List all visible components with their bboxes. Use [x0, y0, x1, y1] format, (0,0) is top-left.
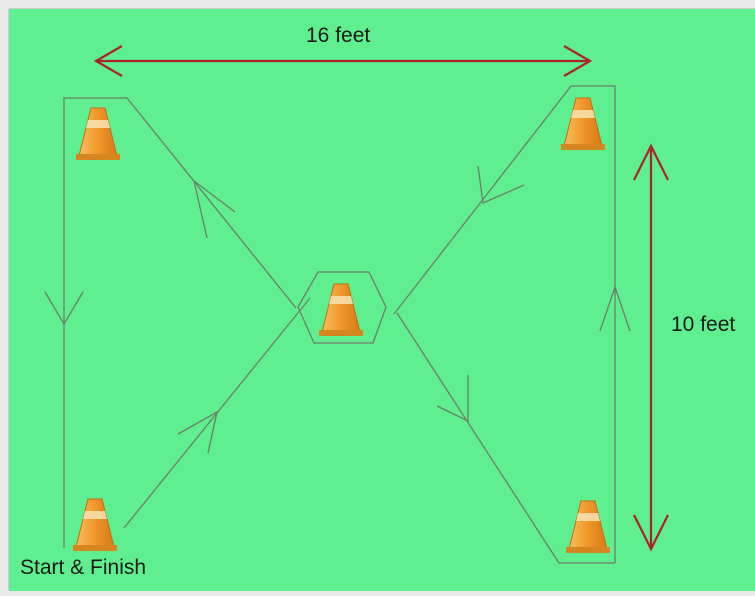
- width-label: 16 feet: [306, 24, 371, 47]
- traffic-cone-icon: [318, 283, 364, 337]
- width-arrow-left-icon: [93, 45, 123, 77]
- arrow-lower-left-diagonal-icon: [177, 410, 218, 454]
- dimension-lines: [93, 45, 669, 552]
- height-label: 10 feet: [671, 313, 736, 336]
- height-arrow-bottom-icon: [633, 514, 669, 552]
- traffic-cone-icon: [75, 107, 121, 161]
- arrow-right-up-icon: [599, 284, 631, 332]
- path-diagonal-down: [396, 312, 615, 564]
- arrow-left-down-icon: [44, 291, 84, 326]
- traffic-cone-icon: [565, 500, 611, 554]
- height-arrow-top-icon: [633, 143, 669, 181]
- traffic-cone-icon: [560, 97, 606, 151]
- traffic-cone-icon: [72, 498, 118, 552]
- path-center-hexagon: [297, 271, 387, 344]
- path-right-side: [393, 85, 616, 563]
- arrow-upper-left-diagonal-icon: [192, 179, 236, 239]
- width-arrow-right-icon: [563, 45, 593, 77]
- direction-arrows: [44, 165, 631, 454]
- path-left-side: [63, 97, 297, 548]
- arrow-lower-right-diagonal-icon: [436, 375, 469, 423]
- start-finish-label: Start & Finish: [20, 556, 147, 579]
- arrow-upper-right-diagonal-icon: [477, 165, 525, 204]
